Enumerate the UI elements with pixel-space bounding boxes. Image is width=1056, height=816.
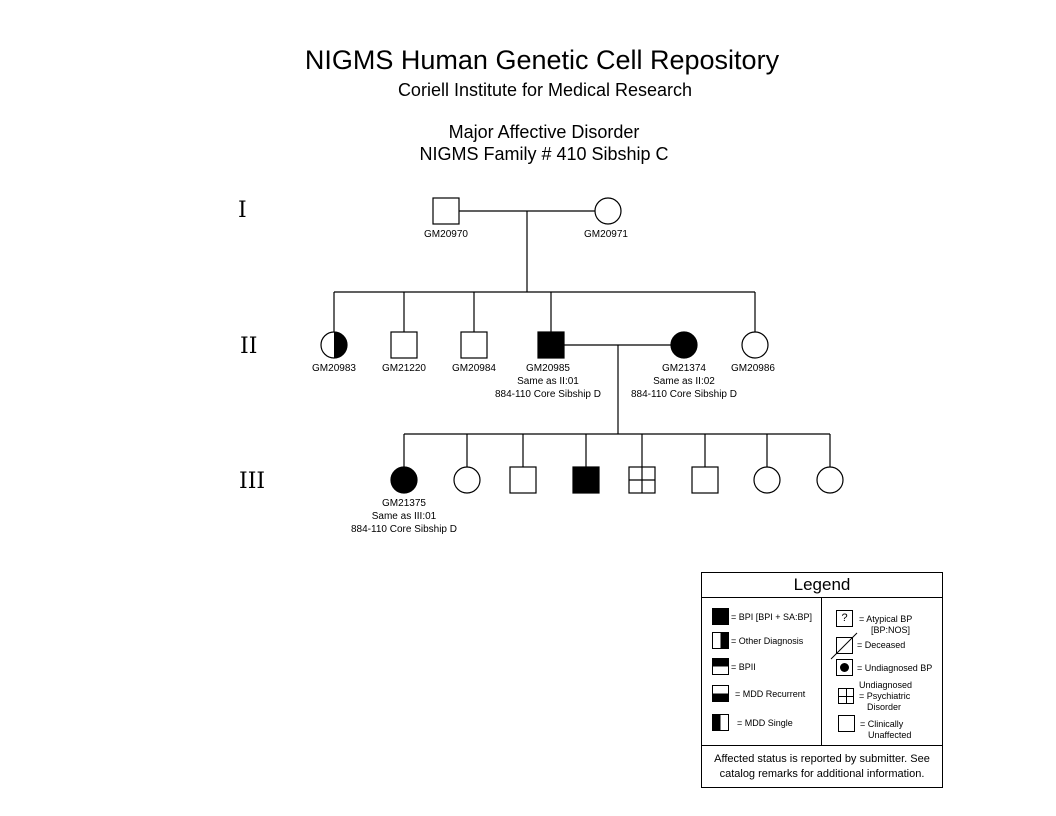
pedigree-female-unaffected-i2 [594,197,622,225]
pedigree-male-unaffected-ii3 [460,331,488,359]
page-title: NIGMS Human Genetic Cell Repository [304,45,780,75]
legend-label-unaffected: = Clinically Unaffected [860,719,911,741]
legend-symbol-other-diagnosis [712,632,729,649]
filled-dot-icon [840,663,849,672]
legend-label-bpi: = BPI [BPI + SA:BP] [731,612,813,622]
legend-footer: Affected status is reported by submitter… [702,745,942,787]
legend-title: Legend [702,573,942,598]
pedigree-male-unaffected-i1 [432,197,460,225]
individual-id: GM21374 [662,363,706,374]
legend-divider [821,597,822,745]
individual-label-ii6: GM20986 [731,363,775,374]
pedigree-male-unaffected-iii3 [509,466,537,494]
individual-note: 884-110 Core Sibship D [351,524,457,535]
legend-label-mdd-recurrent: = MDD Recurrent [735,689,806,699]
legend-symbol-undiagnosed-bp [836,659,853,676]
pedigree-female-unaffected-iii2 [453,466,481,494]
individual-label-ii2: GM21220 [382,363,426,374]
legend-symbol-bpii [712,658,729,675]
legend-label-undiagnosed-bp: = Undiagnosed BP [857,663,933,673]
individual-label-ii5: GM21374 Same as II:02 884-110 Core Sibsh… [614,362,754,401]
legend-label-unaffected-line2: Unaffected [868,730,912,740]
legend-symbol-mdd-recurrent [712,685,729,702]
legend-symbol-undiagnosed-psych [838,688,854,704]
individual-note: Same as II:01 [517,376,579,387]
legend-label-mdd-single: = MDD Single [737,718,793,728]
legend-label-deceased: = Deceased [857,640,906,650]
pedigree-female-bpi-iii1 [390,466,418,494]
individual-label-ii3: GM20984 [452,363,496,374]
individual-note: 884-110 Core Sibship D [631,389,737,400]
individual-id: GM21375 [382,498,426,509]
legend-symbol-unaffected [838,715,855,732]
pedigree-male-unaffected-ii2 [390,331,418,359]
legend-label-unaffected-line1: = Clinically [860,719,904,729]
individual-note: Same as II:02 [653,376,715,387]
legend-symbol-mdd-single [712,714,729,731]
page-subtitle: Coriell Institute for Medical Research [397,80,693,100]
family-name: NIGMS Family # 410 Sibship C [419,144,669,164]
legend-footer-line1: Affected status is reported by submitter… [714,753,930,765]
pedigree-female-bpi-ii5 [670,331,698,359]
pedigree-heading: Major Affective Disorder NIGMS Family # … [0,121,1056,165]
generation-label-i: I [238,198,247,223]
legend-label-undiagnosed-psych-line3: Disorder [867,702,902,712]
legend-label-undiagnosed-psych-line2: = Psychiatric [859,691,911,701]
disorder-name: Major Affective Disorder [448,122,640,142]
legend-footer-line2: catalog remarks for additional informati… [719,768,925,780]
pedigree-female-other-diagnosis-ii1 [320,331,348,359]
legend-label-bpii: = BPII [731,662,756,672]
legend: Legend = BPI [BPI + SA:BP] = Other Diagn… [701,572,943,788]
individual-label-iii1: GM21375 Same as III:01 884-110 Core Sibs… [334,497,474,536]
pedigree-female-unaffected-iii8 [816,466,844,494]
generation-label-iii: III [239,469,266,494]
pedigree-male-bpi-iii4 [572,466,600,494]
individual-label-i1: GM20970 [424,229,468,240]
individual-note: Same as III:01 [371,511,437,522]
pedigree-male-bpi-ii4 [537,331,565,359]
generation-label-ii: II [240,334,258,359]
pedigree-female-unaffected-ii6 [741,331,769,359]
legend-label-atypical-line2: [BP:NOS] [871,625,911,635]
individual-note: 884-110 Core Sibship D [495,389,601,400]
legend-label-undiagnosed-psych-line1: Undiagnosed [859,680,913,690]
pedigree-female-unaffected-iii7 [753,466,781,494]
pedigree-male-undiagnosed-psych-iii5 [628,466,656,494]
legend-symbol-bpi [712,608,729,625]
individual-id: GM20985 [526,363,570,374]
deceased-slash-icon [830,632,858,660]
pedigree-male-unaffected-iii6 [691,466,719,494]
individual-label-ii1: GM20983 [312,363,356,374]
legend-symbol-atypical-bp: ? [836,610,853,627]
pedigree-lines [333,210,831,467]
individual-label-i2: GM20971 [584,229,628,240]
individual-label-ii4: GM20985 Same as II:01 884-110 Core Sibsh… [478,362,618,401]
legend-label-other-diagnosis: = Other Diagnosis [731,636,804,646]
legend-label-atypical-line1: = Atypical BP [859,614,913,624]
legend-label-atypical-bp: = Atypical BP [BP:NOS] [859,614,912,636]
